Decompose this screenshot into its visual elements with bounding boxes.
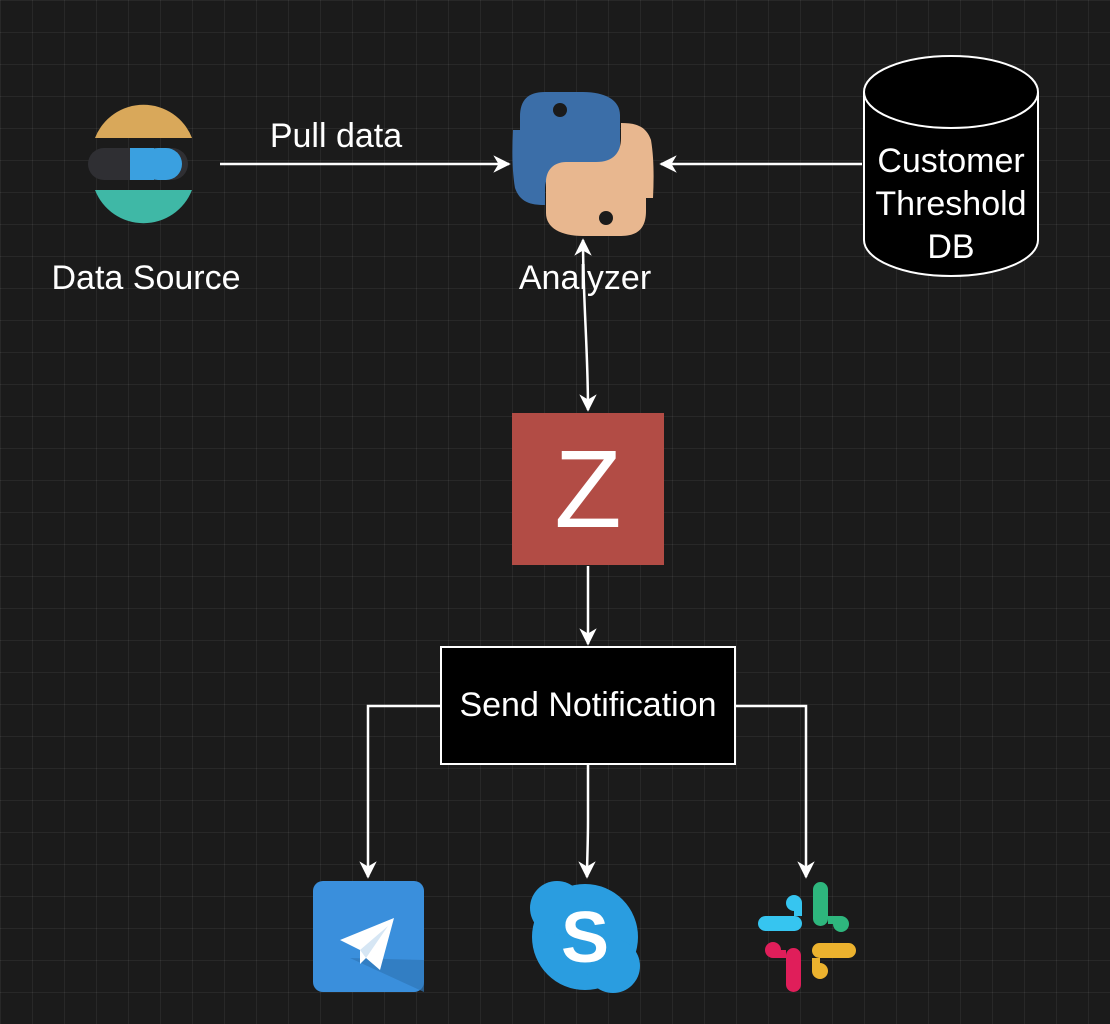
skype-icon: S xyxy=(530,881,640,993)
data-source-label: Data Source xyxy=(51,259,241,297)
customer-db-cylinder xyxy=(863,55,1039,277)
db-label-line: Customer xyxy=(877,142,1025,180)
send-notification-label: Send Notification xyxy=(459,686,717,724)
edge-analyzer-queue xyxy=(574,238,597,412)
db-label-line: DB xyxy=(927,228,975,266)
customer-db-label: Customer Threshold DB xyxy=(864,140,1038,269)
analyzer-label: Analyzer xyxy=(518,259,652,297)
queue-letter: Z xyxy=(554,427,622,551)
slack-icon xyxy=(758,882,856,992)
elastic-logo-icon xyxy=(88,104,192,224)
edge-notifier-to-skype xyxy=(578,765,596,879)
edge-notifier-to-telegram xyxy=(359,704,441,879)
python-logo-icon xyxy=(512,92,654,236)
telegram-icon xyxy=(313,881,424,992)
edge-notifier-to-slack xyxy=(735,704,815,879)
db-label-line: Threshold xyxy=(875,185,1027,223)
pull-data-label: Pull data xyxy=(269,117,403,155)
queue-box xyxy=(512,413,664,565)
notification-box xyxy=(440,646,736,765)
svg-text:S: S xyxy=(561,898,609,978)
